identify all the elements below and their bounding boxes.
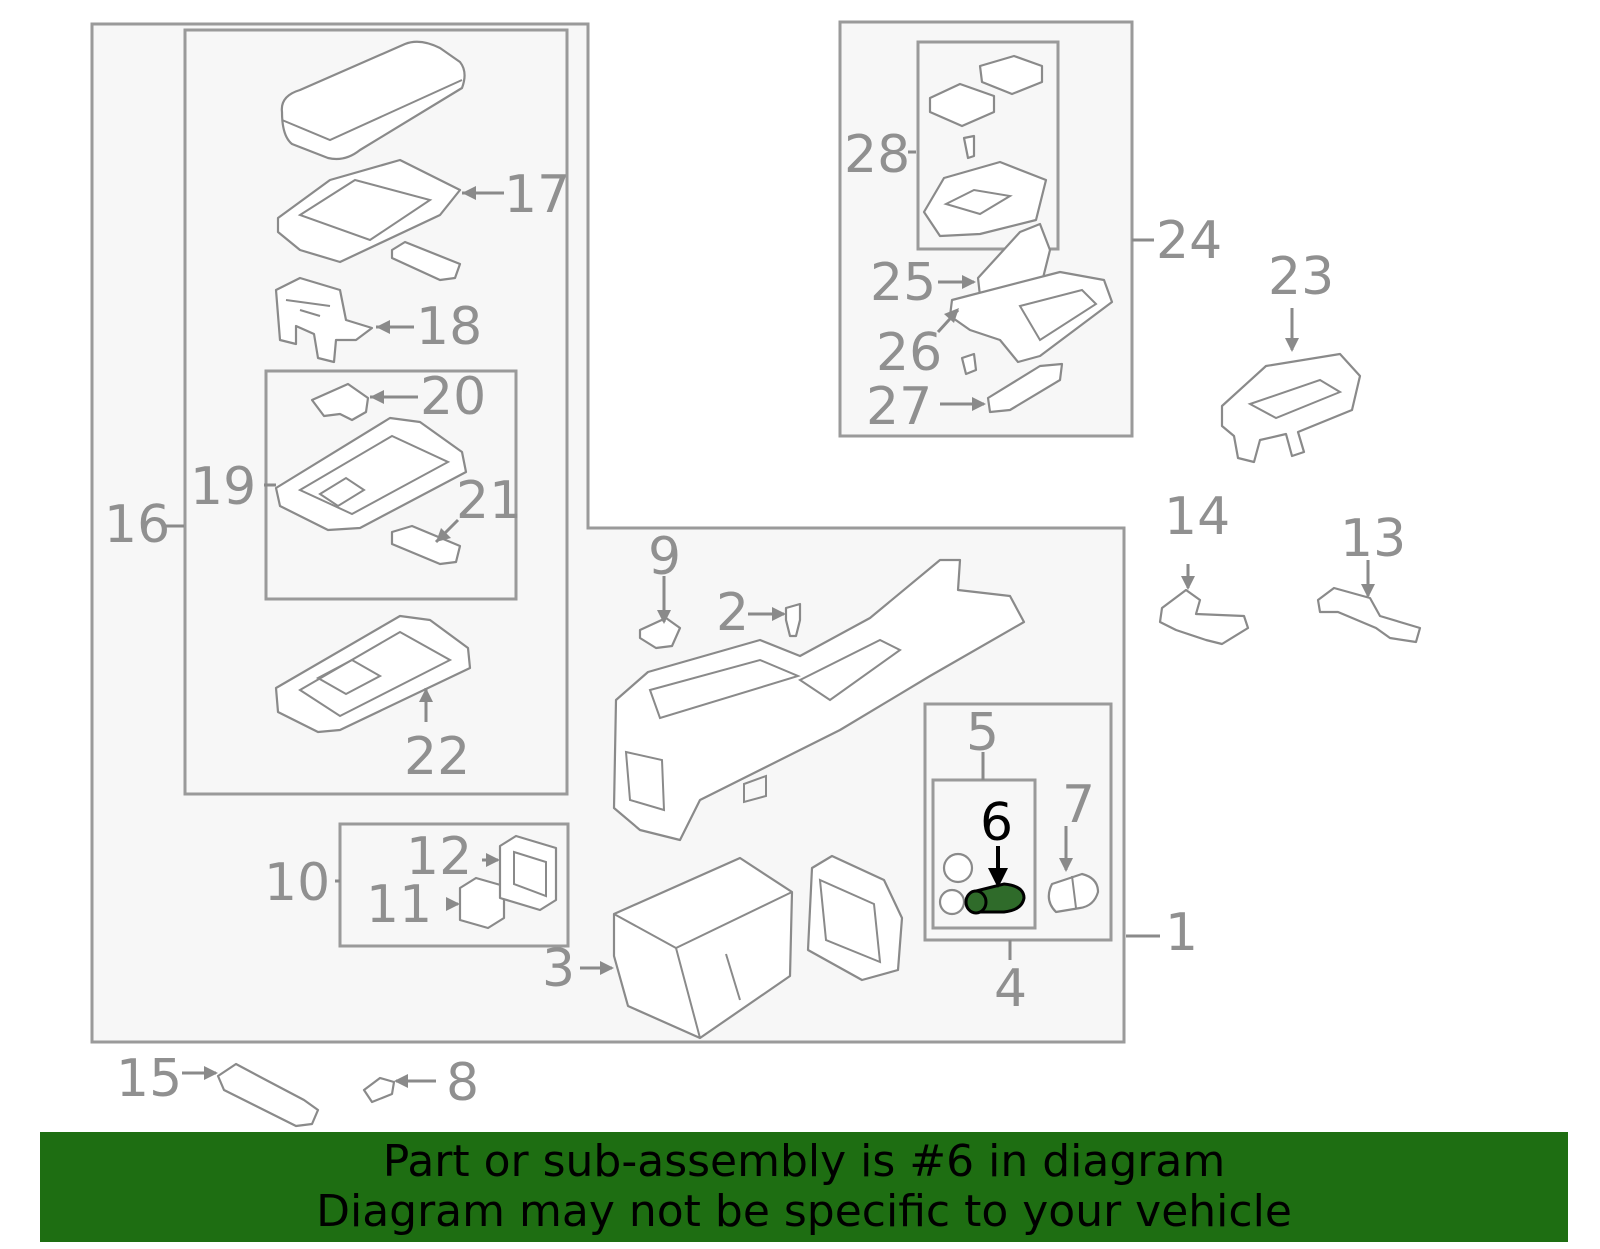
callout-16: 16 <box>104 495 170 555</box>
bracket-14-part <box>1158 588 1250 646</box>
callout-19: 19 <box>190 457 256 517</box>
trim-27-part <box>986 362 1064 414</box>
highlighted-part-6 <box>964 882 1026 915</box>
callout-13: 13 <box>1340 509 1406 569</box>
group-box-24 <box>838 20 1134 438</box>
info-banner: Part or sub-assembly is #6 in diagram Di… <box>40 1132 1568 1242</box>
armrest-lid-part <box>280 40 466 161</box>
center-console-part <box>612 558 1026 842</box>
group-box-4 <box>923 702 1113 942</box>
bezel-28-part <box>922 54 1048 238</box>
cup-holder-part <box>806 854 904 982</box>
banner-line-2: Diagram may not be specific to your vehi… <box>316 1186 1292 1237</box>
bracket-15-part <box>216 1062 320 1128</box>
callout-17: 17 <box>504 165 570 225</box>
callout-25: 25 <box>870 253 936 313</box>
callout-6-highlighted: 6 <box>980 793 1013 853</box>
callout-21: 21 <box>456 471 522 531</box>
screw-2-part <box>784 602 802 638</box>
group-box-28 <box>916 40 1060 251</box>
clip-8-part <box>362 1076 396 1104</box>
callout-15: 15 <box>116 1049 182 1109</box>
banner-line-1: Part or sub-assembly is #6 in diagram <box>382 1136 1226 1187</box>
tray-19-part <box>274 416 468 532</box>
storage-bin-3-part <box>612 856 794 1040</box>
callout-2: 2 <box>716 583 749 643</box>
callout-20: 20 <box>420 367 486 427</box>
insert-11-part <box>458 876 506 930</box>
callout-27: 27 <box>866 377 932 437</box>
callout-12: 12 <box>406 827 472 887</box>
callout-7: 7 <box>1062 775 1095 835</box>
callout-5: 5 <box>966 703 999 763</box>
shifter-panel-26-part <box>948 270 1114 364</box>
callout-10: 10 <box>264 853 330 913</box>
callout-1: 1 <box>1165 903 1198 963</box>
shift-indicator-23-part <box>1220 352 1362 464</box>
armrest-base-17-part <box>276 158 462 282</box>
leader-lines <box>162 150 1375 1088</box>
clip-26-part <box>960 352 978 376</box>
callout-18: 18 <box>416 297 482 357</box>
callout-3: 3 <box>542 939 575 999</box>
callout-23: 23 <box>1268 247 1334 307</box>
clip-21-part <box>390 524 462 566</box>
insert-12-part <box>498 834 558 912</box>
callout-14: 14 <box>1164 487 1230 547</box>
callout-26: 26 <box>876 323 942 383</box>
bracket-13-part <box>1316 586 1422 644</box>
socket-ring-part <box>938 852 974 916</box>
clip-20-part <box>310 382 370 422</box>
callout-28: 28 <box>844 125 910 185</box>
group-box-16 <box>183 28 569 796</box>
callout-8: 8 <box>446 1053 479 1113</box>
callout-9: 9 <box>648 527 681 587</box>
lighter-plug-7-part <box>1047 872 1100 914</box>
callout-11: 11 <box>366 875 432 935</box>
bracket-18-part <box>274 276 374 364</box>
tray-22-part <box>274 614 472 734</box>
callout-4: 4 <box>994 959 1027 1019</box>
callout-24: 24 <box>1156 211 1222 271</box>
group-box-10 <box>338 822 570 948</box>
assembly-box-1 <box>90 22 1126 1044</box>
callout-22: 22 <box>404 727 470 787</box>
